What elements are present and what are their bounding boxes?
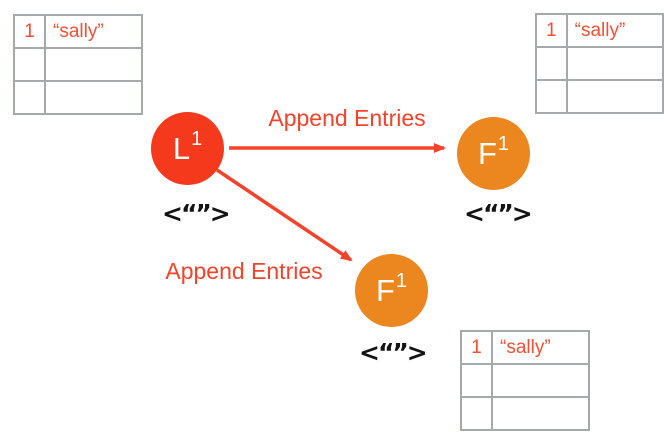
arrow-leader-to-follower-bottom [216, 168, 353, 262]
table-row [535, 46, 664, 81]
leader-empty-state-marker: <“”> [162, 199, 231, 228]
table-row: 1 “sally” [460, 330, 590, 365]
table-row [13, 80, 143, 115]
append-entries-label-top: Append Entries [268, 105, 426, 131]
log-index-cell [535, 79, 568, 114]
follower-term-superscript: 1 [497, 132, 510, 155]
log-index-cell: 1 [13, 14, 46, 49]
table-row: 1 “sally” [13, 14, 143, 49]
log-index-cell [13, 47, 46, 82]
table-row [460, 396, 590, 431]
log-index-cell: 1 [460, 330, 493, 365]
log-value-cell: “sally” [44, 14, 143, 49]
table-row [13, 47, 143, 82]
log-table-bottom-right: 1 “sally” [460, 330, 590, 431]
follower-bottom-empty-state-marker: <“”> [359, 338, 428, 367]
log-value-cell [565, 79, 664, 114]
follower-right-empty-state-marker: <“”> [464, 199, 533, 228]
append-entries-label-bottom: Append Entries [165, 258, 323, 284]
table-row: 1 “sally” [535, 13, 664, 48]
log-index-cell [460, 363, 493, 398]
log-value-cell: “sally” [565, 13, 664, 48]
follower-node-label: F [375, 273, 395, 308]
leader-node-label: L [172, 131, 191, 166]
table-row [460, 363, 590, 398]
leader-term-superscript: 1 [191, 127, 203, 150]
log-value-cell [491, 396, 590, 431]
log-table-top-right: 1 “sally” [535, 13, 664, 114]
table-row [535, 79, 664, 114]
log-value-cell [491, 363, 590, 398]
log-table-top-left: 1 “sally” [13, 14, 143, 115]
log-value-cell [44, 80, 143, 115]
log-index-cell [13, 80, 46, 115]
log-index-cell [460, 396, 493, 431]
log-value-cell: “sally” [491, 330, 590, 365]
follower-node-label: F [477, 136, 497, 171]
log-index-cell: 1 [535, 13, 568, 48]
log-value-cell [565, 46, 664, 81]
follower-term-superscript: 1 [395, 269, 408, 292]
log-index-cell [535, 46, 568, 81]
log-value-cell [44, 47, 143, 82]
